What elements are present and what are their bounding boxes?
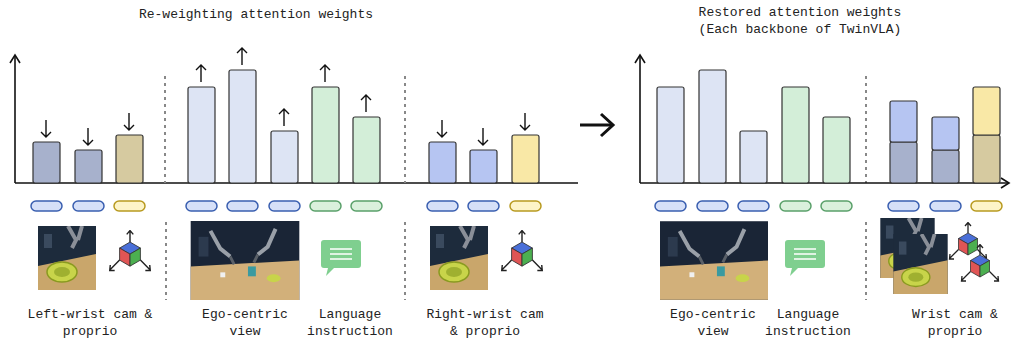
input-illustration bbox=[38, 226, 96, 290]
token-pill bbox=[655, 201, 1002, 211]
attention-bar bbox=[353, 117, 380, 183]
attention-bar bbox=[740, 131, 767, 183]
token-pill bbox=[468, 201, 499, 211]
chart-axis bbox=[635, 55, 645, 63]
reweight-arrow bbox=[196, 65, 206, 82]
group-separator bbox=[865, 222, 867, 300]
token-pill bbox=[114, 201, 145, 211]
group-separator bbox=[165, 76, 866, 300]
token-pill bbox=[186, 201, 217, 211]
attention-bar bbox=[188, 87, 215, 183]
token-pill bbox=[227, 201, 258, 211]
input-label: Left-wrist cam & proprio bbox=[20, 306, 160, 340]
input-illustration bbox=[191, 221, 300, 300]
input-label: Language instruction bbox=[300, 306, 400, 340]
input-illustration bbox=[38, 221, 542, 300]
attention-bar bbox=[932, 150, 959, 183]
token-pill bbox=[351, 201, 382, 211]
input-illustration bbox=[660, 221, 768, 300]
input-label: Right-wrist cam & proprio bbox=[421, 306, 549, 340]
attention-bar bbox=[312, 87, 339, 183]
chart-axis bbox=[639, 56, 641, 183]
input-label: Language instruction bbox=[758, 306, 858, 340]
group-separator bbox=[165, 222, 167, 300]
attention-bar bbox=[932, 117, 959, 150]
input-label: Wrist cam & proprio bbox=[905, 306, 1005, 340]
attention-bar bbox=[890, 101, 917, 142]
reweight-arrow bbox=[124, 113, 134, 130]
input-label: Ego-centric view bbox=[195, 306, 295, 340]
chart-axis bbox=[14, 56, 16, 183]
input-illustration bbox=[321, 240, 361, 276]
input-label: Ego-centric view bbox=[663, 306, 763, 340]
attention-bar bbox=[657, 70, 1000, 183]
chart-heading: Re-weighting attention weights bbox=[106, 6, 406, 23]
token-pill bbox=[31, 201, 62, 211]
transition-arrow bbox=[580, 114, 613, 136]
input-illustration bbox=[430, 226, 488, 290]
input-illustration bbox=[962, 245, 999, 282]
group-separator bbox=[404, 222, 406, 300]
token-pill bbox=[310, 201, 341, 211]
attention-bar bbox=[33, 70, 539, 183]
attention-bar bbox=[429, 142, 456, 183]
token-pill bbox=[930, 201, 961, 211]
attention-bar bbox=[75, 150, 102, 183]
attention-bar bbox=[116, 135, 143, 183]
token-pill bbox=[31, 201, 541, 211]
chart-axis bbox=[10, 55, 20, 63]
token-pill bbox=[888, 201, 919, 211]
attention-bar bbox=[973, 135, 1000, 183]
transition-arrow bbox=[601, 114, 613, 136]
token-pill bbox=[738, 201, 769, 211]
transition-arrow bbox=[580, 124, 611, 127]
input-illustration bbox=[110, 231, 151, 271]
group-separator bbox=[164, 76, 166, 183]
chart-axis bbox=[10, 55, 578, 183]
reweight-arrow bbox=[41, 120, 51, 137]
input-illustration bbox=[660, 218, 999, 300]
reweight-arrow bbox=[83, 128, 93, 145]
input-illustration bbox=[785, 240, 825, 276]
input-illustration bbox=[502, 231, 543, 271]
group-separator bbox=[865, 76, 867, 183]
token-pill bbox=[73, 201, 104, 211]
token-pill bbox=[821, 201, 852, 211]
token-pill bbox=[269, 201, 300, 211]
attention-bar bbox=[823, 117, 850, 183]
attention-bar bbox=[271, 131, 298, 183]
token-pill bbox=[427, 201, 458, 211]
group-separator bbox=[404, 76, 406, 183]
chart-axis bbox=[1001, 178, 1009, 188]
token-pill bbox=[697, 201, 728, 211]
attention-bar bbox=[657, 87, 684, 183]
attention-bar bbox=[890, 142, 917, 183]
reweight-arrow bbox=[361, 95, 371, 112]
reweight-arrow bbox=[41, 48, 530, 145]
reweight-arrow bbox=[478, 128, 488, 145]
reweight-arrow bbox=[237, 48, 247, 65]
attention-bar bbox=[33, 142, 60, 183]
attention-bar bbox=[699, 70, 726, 183]
chart-axis bbox=[635, 55, 1009, 188]
token-pill bbox=[780, 201, 811, 211]
attention-bar bbox=[229, 70, 256, 183]
attention-bar bbox=[512, 135, 539, 183]
reweight-arrow bbox=[279, 109, 289, 126]
reweight-arrow bbox=[437, 120, 447, 137]
attention-bar bbox=[782, 87, 809, 183]
input-illustration bbox=[950, 223, 987, 260]
chart-heading: Restored attention weights (Each backbon… bbox=[685, 4, 915, 38]
reweight-arrow bbox=[520, 113, 530, 130]
input-illustration bbox=[893, 234, 947, 294]
attention-bar bbox=[470, 150, 497, 183]
token-pill bbox=[655, 201, 686, 211]
attention-bar bbox=[973, 87, 1000, 135]
token-pill bbox=[971, 201, 1002, 211]
reweight-arrow bbox=[320, 65, 330, 82]
token-pill bbox=[510, 201, 541, 211]
